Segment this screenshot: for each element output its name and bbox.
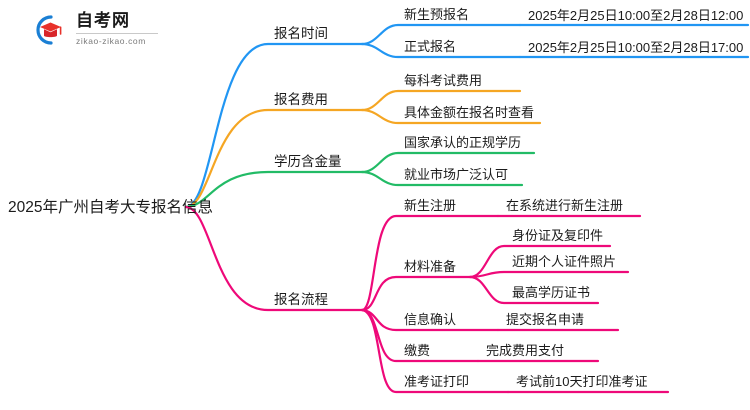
detail-complete-payment[interactable]: 完成费用支付 (486, 343, 565, 358)
detail-highest-diploma[interactable]: 最高学历证书 (512, 285, 591, 300)
link-root-to-fee (184, 108, 364, 209)
link-time-to-formal (360, 42, 522, 59)
link-material-to-photo (468, 270, 630, 279)
branch-label-value[interactable]: 学历含金量 (274, 154, 342, 169)
node-formal-registration[interactable]: 正式报名 (404, 39, 457, 54)
detail-print-ticket-10-days[interactable]: 考试前10天打印准考证 (516, 374, 648, 389)
detail-pre-registration-time[interactable]: 2025年2月25日10:00至2月28日12:00 (528, 8, 744, 23)
logo-url-text: zikao-zikao.com (76, 36, 146, 46)
node-admission-ticket-print[interactable]: 准考证打印 (404, 374, 470, 389)
node-per-course-fee[interactable]: 每科考试费用 (404, 73, 483, 88)
link-root-to-value (184, 170, 364, 209)
link-value-to-market (360, 170, 524, 187)
link-process-to-ticket (360, 308, 510, 394)
detail-new-student-registration[interactable]: 在系统进行新生注册 (506, 198, 624, 213)
detail-formal-registration-time[interactable]: 2025年2月25日10:00至2月28日17:00 (528, 40, 744, 55)
root-node[interactable]: 2025年广州自考大专报名信息 (8, 199, 213, 216)
logo-brand-text: 自考网 (76, 11, 130, 30)
branch-label-time[interactable]: 报名时间 (274, 26, 328, 41)
node-info-confirmation[interactable]: 信息确认 (404, 312, 457, 327)
link-root-to-process (184, 205, 364, 312)
link-material-to-diplo (468, 275, 600, 305)
node-material-preparation[interactable]: 材料准备 (404, 259, 457, 274)
node-job-market-recognition[interactable]: 就业市场广泛认可 (404, 167, 509, 182)
node-pre-registration[interactable]: 新生预报名 (404, 7, 470, 22)
detail-recent-id-photo[interactable]: 近期个人证件照片 (512, 254, 617, 269)
branch-label-fee[interactable]: 报名费用 (274, 92, 328, 107)
link-process-to-register (360, 214, 500, 312)
node-new-student-registration[interactable]: 新生注册 (404, 198, 457, 213)
node-payment[interactable]: 缴费 (404, 343, 431, 358)
link-process-to-material (360, 275, 472, 312)
detail-submit-application[interactable]: 提交报名申请 (506, 312, 585, 327)
logo-divider (76, 33, 158, 34)
site-logo: 自考网 zikao-zikao.com (30, 11, 158, 51)
graduation-cap-icon (30, 13, 68, 47)
link-fee-to-amount (360, 108, 542, 125)
node-state-recognized-degree[interactable]: 国家承认的正规学历 (404, 135, 522, 150)
branch-label-process[interactable]: 报名流程 (274, 292, 328, 307)
node-fee-amount-lookup[interactable]: 具体金额在报名时查看 (404, 105, 535, 120)
link-root-to-time (184, 42, 364, 209)
detail-id-card-copy[interactable]: 身份证及复印件 (512, 228, 604, 243)
